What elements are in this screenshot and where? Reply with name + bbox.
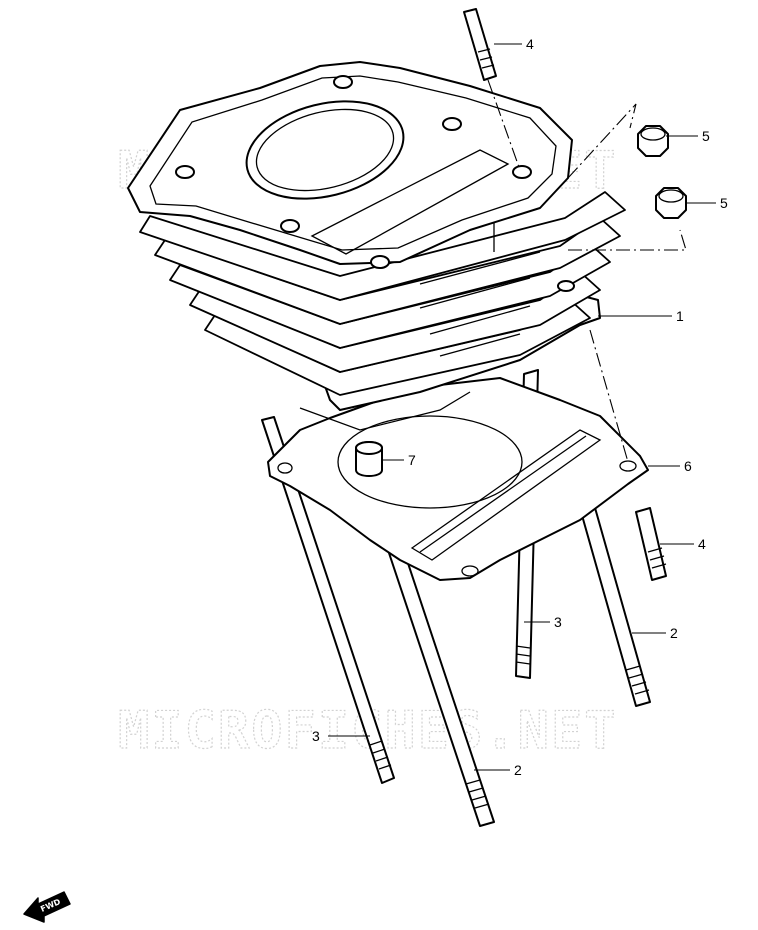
callout-1: 1: [676, 308, 684, 324]
base-gasket: [267, 377, 649, 581]
callout-6: 6: [684, 458, 692, 474]
callout-5-upper: 5: [702, 128, 710, 144]
cylinder-block: [127, 61, 626, 431]
stud-long-3-left: [261, 416, 395, 784]
stud-short-top: [463, 8, 497, 81]
callout-4-top: 4: [526, 36, 534, 52]
nut-flange-upper: [637, 125, 669, 157]
fwd-arrow-icon: FWD: [23, 891, 71, 923]
callout-3-left: 3: [312, 728, 320, 744]
nut-flange-lower: [655, 187, 687, 219]
callout-4-right: 4: [698, 536, 706, 552]
callout-5-lower: 5: [720, 195, 728, 211]
alignment-lines: [487, 79, 687, 463]
leader-lines: [328, 43, 716, 771]
callout-7: 7: [408, 452, 416, 468]
stud-short-right: [635, 507, 667, 581]
callout-2-front: 2: [514, 762, 522, 778]
dowel-pin: [355, 441, 383, 477]
callout-3-rear: 3: [554, 614, 562, 630]
callout-2-right: 2: [670, 625, 678, 641]
